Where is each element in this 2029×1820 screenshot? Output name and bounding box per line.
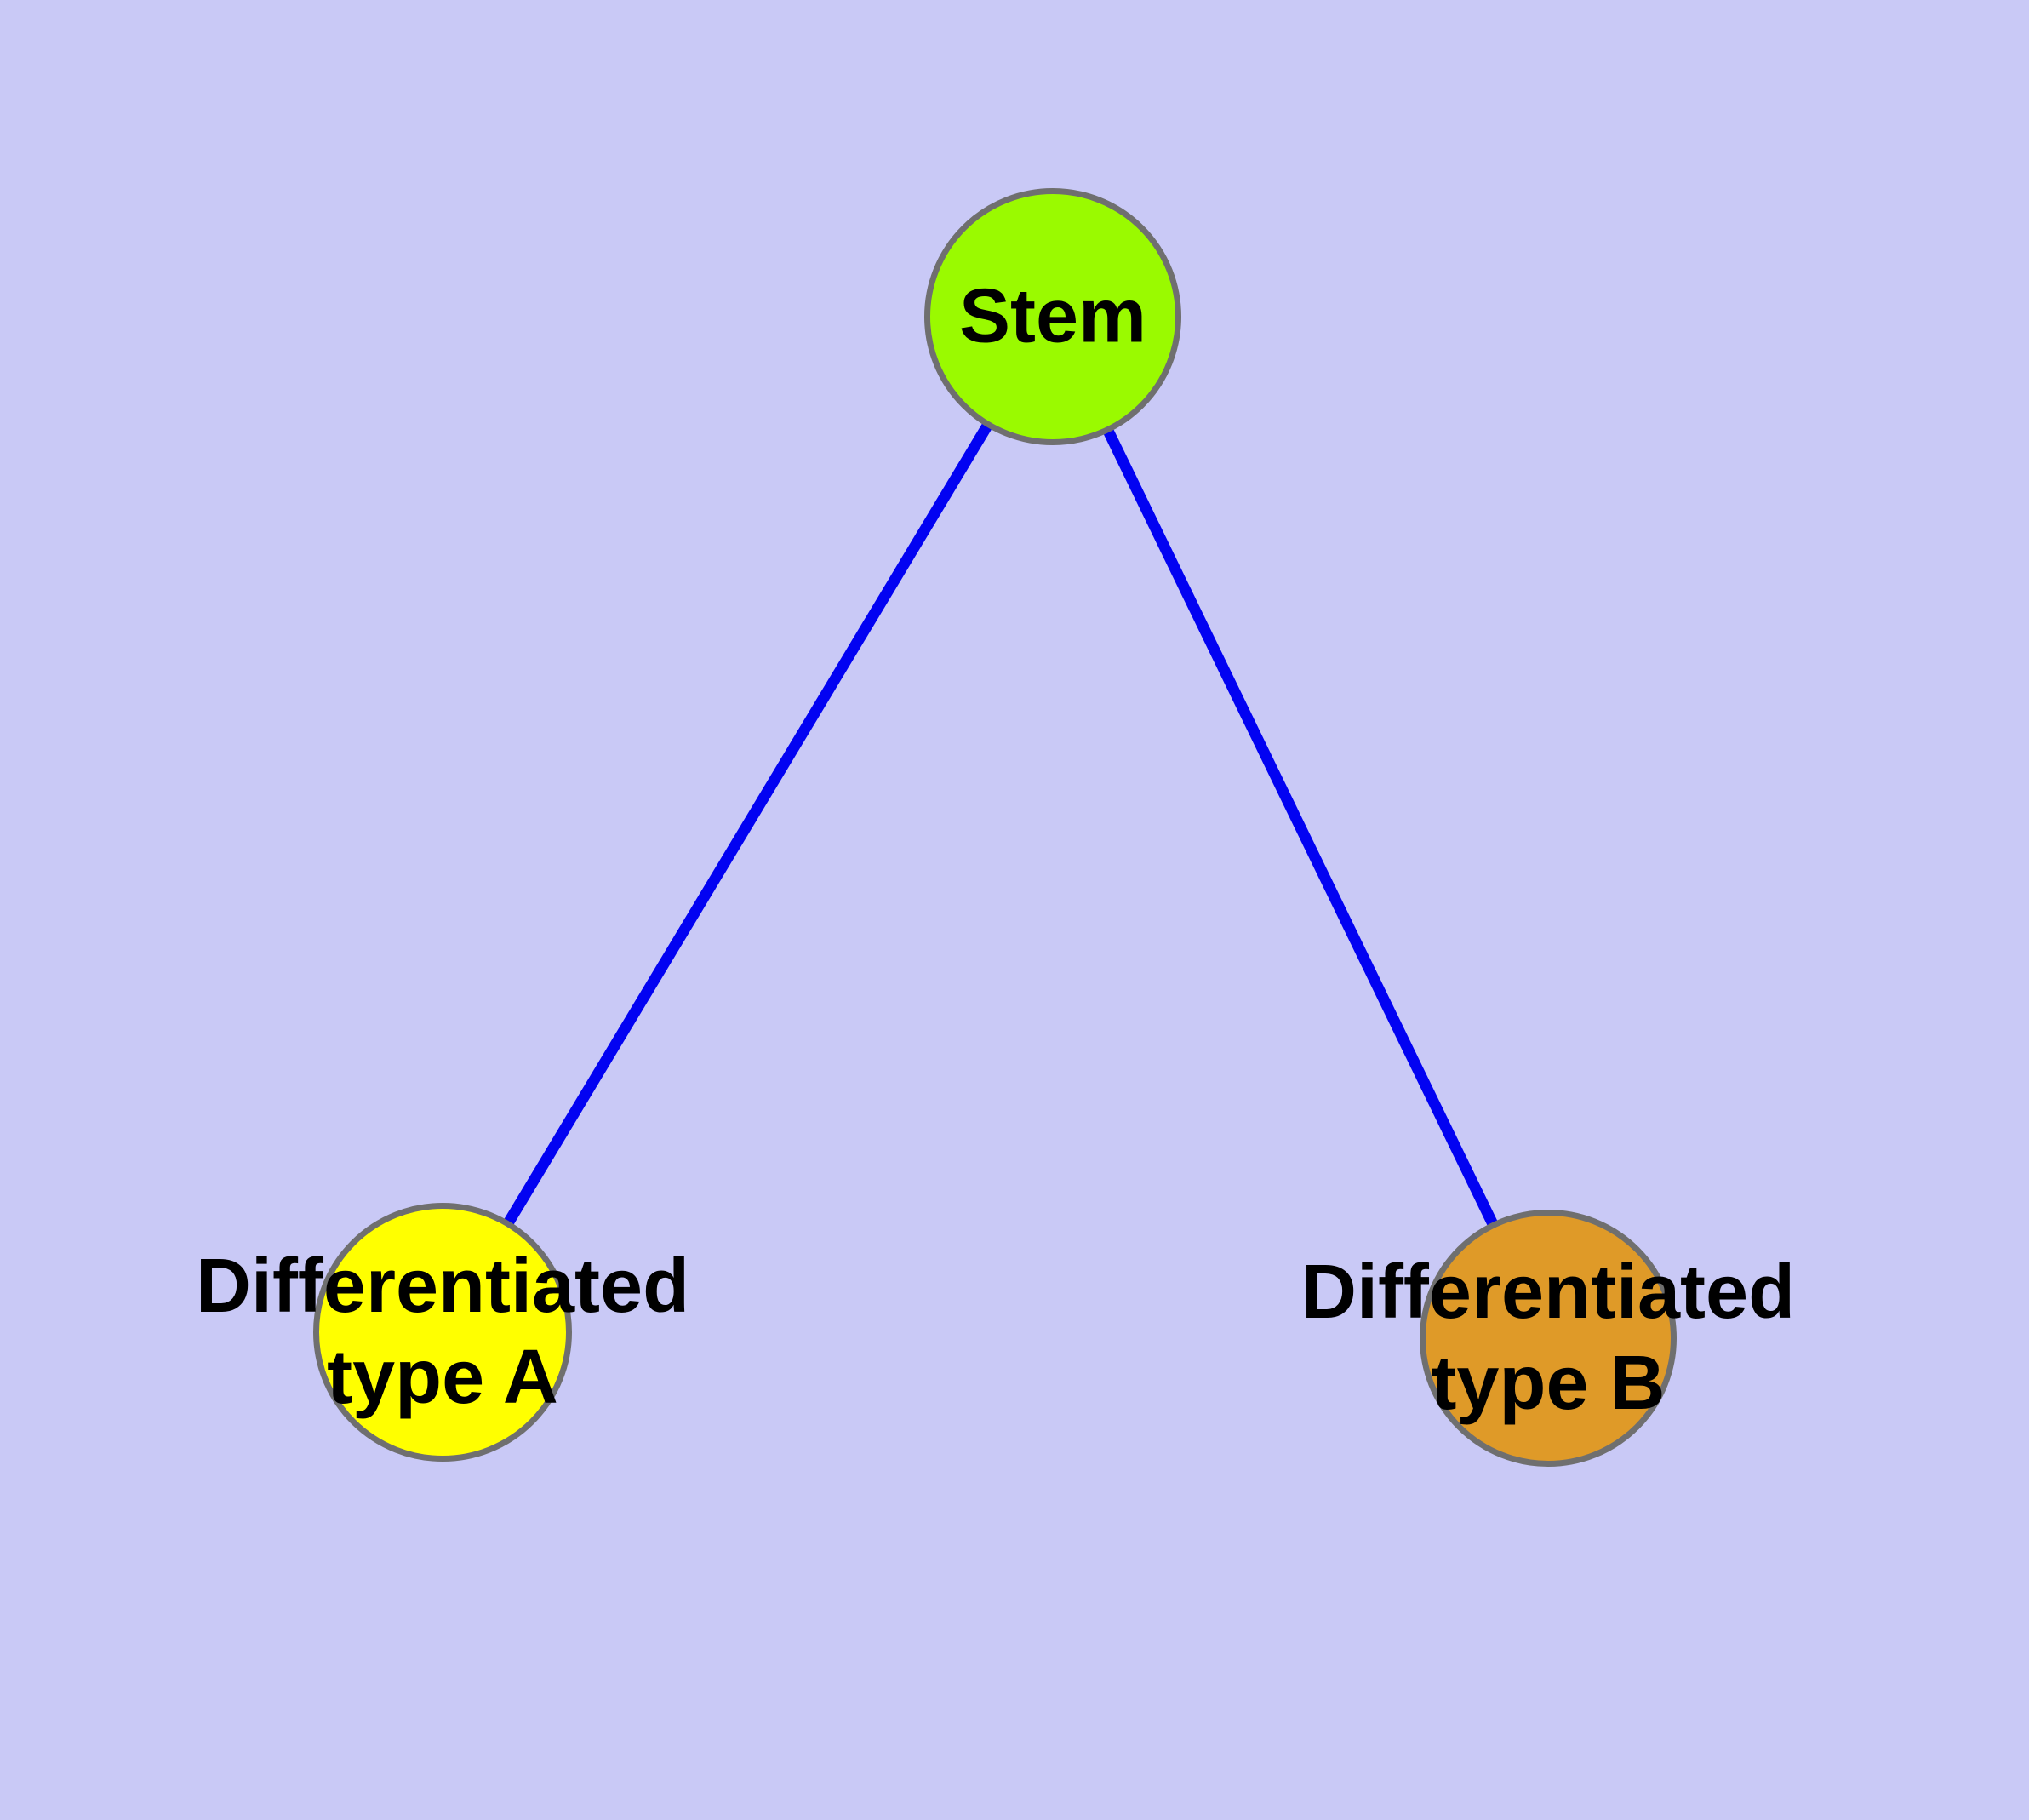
node-label-differentiated-type-a: Differentiated type A [196, 1241, 689, 1423]
node-label-line: Differentiated [195, 1244, 690, 1329]
node-differentiated-type-a [313, 1203, 572, 1462]
node-label-line: type B [1431, 1341, 1666, 1426]
node-label-differentiated-type-b: Differentiated type B [1301, 1247, 1795, 1429]
node-differentiated-type-b [1420, 1210, 1677, 1467]
node-label-line: Differentiated [1300, 1250, 1796, 1335]
node-label-stem: Stem [959, 272, 1146, 363]
node-label-line: type A [327, 1335, 558, 1420]
node-label-line: Stem [958, 273, 1147, 359]
node-stem [924, 188, 1181, 445]
edge-stem-to-differentiated-type-a [437, 313, 1058, 1336]
edge-stem-to-differentiated-type-b [1048, 314, 1553, 1341]
